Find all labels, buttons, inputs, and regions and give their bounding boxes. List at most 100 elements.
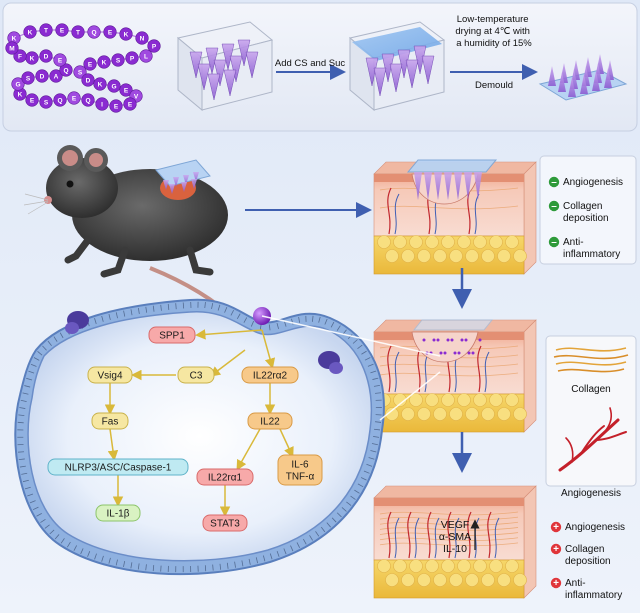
pathway-arrow xyxy=(209,349,246,377)
pathway-node-label: IL-6 xyxy=(291,460,309,471)
pathway-node-label: STAT3 xyxy=(210,519,240,530)
effect-label: Anti- xyxy=(563,237,584,248)
svg-text:–: – xyxy=(551,177,557,188)
peptide-letter: K xyxy=(18,91,23,98)
pathway-arrow xyxy=(236,428,261,471)
peptide-bead xyxy=(53,93,67,107)
filled-mold xyxy=(348,21,446,112)
peptide-letter: E xyxy=(128,101,133,108)
peptide-letter: E xyxy=(58,57,63,64)
membrane-receptor-right xyxy=(318,351,343,374)
peptide-bead xyxy=(39,49,53,63)
collagen-legend-icon xyxy=(553,347,629,373)
peptide-letter: E xyxy=(114,103,119,110)
peptide-bead xyxy=(119,83,133,97)
peptide-bead xyxy=(107,79,121,93)
peptide-bead xyxy=(95,97,109,111)
peptide-letter: E xyxy=(72,95,77,102)
pathway-node-label: IL-1β xyxy=(107,509,130,520)
peptide-bead xyxy=(109,99,123,113)
peptide-letter: I xyxy=(101,101,103,108)
mouse-head xyxy=(46,158,118,218)
microneedle-patch xyxy=(538,54,628,101)
pathway-node-label: Vsig4 xyxy=(97,371,122,382)
peptide-bead xyxy=(25,93,39,107)
pathway-node-il22: IL22 xyxy=(247,412,293,430)
peptide-letter: K xyxy=(28,29,33,36)
peptide-letter: E xyxy=(88,61,93,68)
pathway-arrow xyxy=(279,428,294,458)
pathway-node-il1b: IL-1β xyxy=(95,504,141,522)
peptide-bead xyxy=(111,53,125,67)
peptide-letter: Q xyxy=(57,97,62,104)
svg-text:+: + xyxy=(553,544,559,555)
svg-text:+: + xyxy=(553,522,559,533)
mold-box xyxy=(176,21,274,112)
peptide-bead xyxy=(35,69,49,83)
peptide-letter: Q xyxy=(63,67,68,74)
peptide-letter: P xyxy=(130,55,135,62)
peptide-bead xyxy=(135,31,149,45)
step3-label: Demould xyxy=(475,80,513,91)
peptide-bead xyxy=(83,57,97,71)
patch-needle xyxy=(580,74,588,94)
peptide-bead xyxy=(5,41,19,55)
pathway-node-label: Fas xyxy=(102,417,119,428)
pathway-node-vsig4: Vsig4 xyxy=(87,366,133,384)
peptide-letter: A xyxy=(54,73,59,80)
patch-needle xyxy=(548,66,556,86)
peptide-bead xyxy=(81,93,95,107)
pathway-arrow xyxy=(107,428,119,461)
patch-needle xyxy=(558,72,566,92)
peptide-letter: S xyxy=(44,99,49,106)
effect-label: inflammatory xyxy=(565,590,622,601)
pathway-node-label: IL22 xyxy=(260,417,280,428)
microneedle-cone xyxy=(213,59,227,87)
effect-label: Anti- xyxy=(565,578,586,589)
callout-line xyxy=(261,315,441,357)
effect-label: inflammatory xyxy=(563,249,620,260)
microneedle-cone xyxy=(373,67,387,97)
microneedle-cone xyxy=(197,63,211,91)
pathway-node-label: SPP1 xyxy=(159,331,185,342)
effect-label: Collagen xyxy=(565,544,604,555)
svg-text:–: – xyxy=(551,237,557,248)
peptide-letter: P xyxy=(152,43,157,50)
peptide-bead xyxy=(53,53,67,67)
pathway-node-label: TNF-α xyxy=(286,472,315,483)
effect-label: Collagen xyxy=(563,201,602,212)
effect-label: Angiogenesis xyxy=(563,177,623,188)
pathway-arrow xyxy=(195,329,263,340)
peptide-bead xyxy=(81,73,95,87)
plus-icon xyxy=(550,521,562,533)
peptide-letter: K xyxy=(102,59,107,66)
peptide-letter: S xyxy=(78,69,83,76)
effect-label: Angiogenesis xyxy=(565,522,625,533)
pathway-node-label: C3 xyxy=(190,371,203,382)
peptide-letter: T xyxy=(76,29,80,36)
step2-label: Low-temperature drying at 4℃ with a humi… xyxy=(455,14,532,49)
microneedle-cone xyxy=(229,55,243,83)
legend-angiogenesis-label: Angiogenesis xyxy=(561,488,621,499)
svg-text:+: + xyxy=(553,578,559,589)
peptide-bead xyxy=(123,97,137,111)
peptide-letter: E xyxy=(60,27,65,34)
microneedle-cone xyxy=(223,69,237,97)
peptide-bead xyxy=(13,49,27,63)
peptide-bead xyxy=(39,23,53,37)
peptide-letter: K xyxy=(124,31,129,38)
peptide-bead xyxy=(87,25,101,39)
minus-icon xyxy=(548,236,560,248)
peptide-letter: N xyxy=(140,35,145,42)
peptide-bead xyxy=(49,69,63,83)
peptide-letter: K xyxy=(12,35,17,42)
microneedle-cone xyxy=(245,51,259,79)
peptide-letter: G xyxy=(15,81,20,88)
peptide-bead xyxy=(139,49,153,63)
stage3-marker-label: IL-10 xyxy=(443,543,467,555)
svg-text:–: – xyxy=(551,201,557,212)
